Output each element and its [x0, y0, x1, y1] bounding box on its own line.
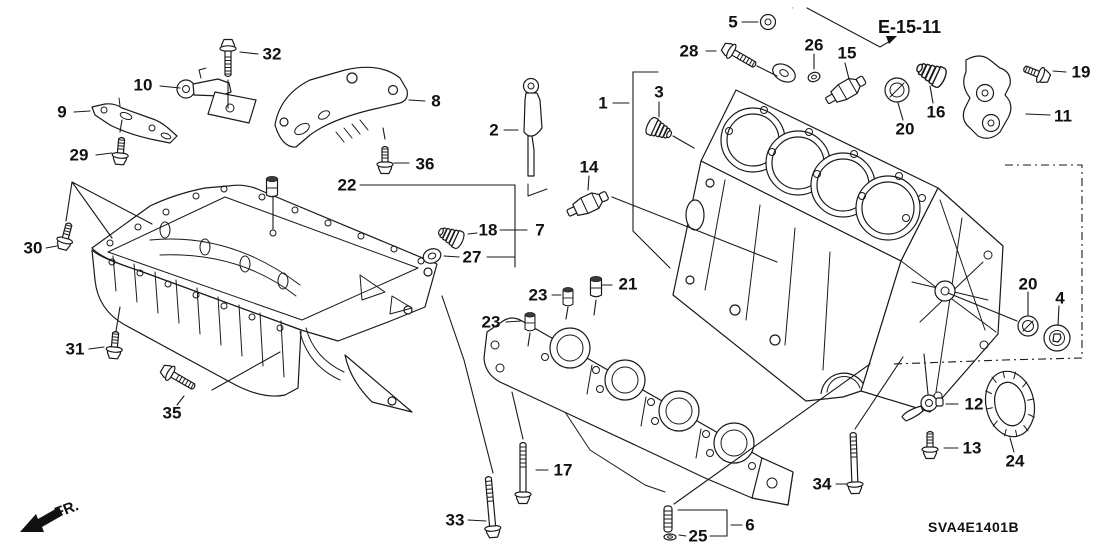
callout-30: 30 — [24, 239, 43, 258]
leader-lines — [45, 7, 1067, 537]
callout-10: 10 — [134, 76, 153, 95]
callout-28: 28 — [680, 42, 699, 61]
dowel-pin-21 — [589, 275, 603, 298]
callout-24: 24 — [1006, 452, 1025, 471]
bolt-32 — [219, 38, 237, 78]
reference-code: E-15-11 — [878, 17, 941, 37]
washer-25 — [663, 533, 677, 541]
callout-19: 19 — [1072, 63, 1091, 82]
callout-15: 15 — [838, 44, 857, 63]
bracket-11 — [962, 55, 1012, 139]
washer-27 — [422, 248, 442, 264]
callout-6: 6 — [745, 516, 754, 535]
callout-9: 9 — [57, 103, 66, 122]
callout-16: 16 — [927, 103, 946, 122]
callout-21: 21 — [619, 275, 638, 294]
oil-pan-drawing — [91, 184, 438, 413]
drain-bolt-18 — [434, 222, 467, 251]
callout-34: 34 — [813, 475, 832, 494]
callout-3: 3 — [654, 83, 663, 102]
dowel-pin-22 — [265, 175, 279, 198]
callout-17: 17 — [554, 461, 573, 480]
bolt-13 — [921, 430, 939, 460]
o-ring-20-left — [884, 77, 910, 103]
callout-32: 32 — [263, 45, 282, 64]
callout-23: 23 — [529, 286, 548, 305]
callout-4: 4 — [1055, 289, 1065, 308]
callout-26: 26 — [805, 36, 824, 55]
callout-18: 18 — [479, 221, 498, 240]
bolt-19 — [1020, 60, 1053, 87]
sensor-14 — [563, 186, 612, 222]
bolt-35 — [157, 361, 200, 395]
plug-4 — [1043, 324, 1071, 352]
callout-20: 20 — [896, 120, 915, 139]
bolt-36 — [376, 145, 394, 175]
bolt-28 — [718, 39, 761, 73]
sealing-plug-3 — [643, 115, 676, 144]
sealing-plug-16 — [912, 57, 950, 90]
reference-arrowhead — [886, 36, 897, 44]
dowel-pin-23-lower — [524, 311, 536, 332]
callout-8: 8 — [431, 92, 440, 111]
callout-36: 36 — [416, 155, 435, 174]
stiffener-plate-9 — [91, 97, 178, 144]
stud-6 — [663, 505, 673, 533]
bolt-29 — [110, 136, 131, 166]
callout-27: 27 — [463, 248, 482, 267]
callout-14: 14 — [580, 158, 599, 177]
callout-labels: 1234567891011121314151617181920202122232… — [24, 13, 1091, 546]
oil-seal-24 — [984, 370, 1036, 438]
dowel-pin-23-upper — [562, 286, 574, 307]
callout-1: 1 — [598, 94, 607, 113]
bolt-17 — [514, 441, 532, 505]
dipstick-drawing — [522, 77, 548, 197]
callout-20: 20 — [1019, 275, 1038, 294]
bolt-34 — [844, 431, 864, 495]
oil-pipe-drawing — [759, 6, 803, 83]
bearing-cradle-drawing — [483, 317, 794, 506]
callout-33: 33 — [446, 511, 465, 530]
callout-22: 22 — [338, 176, 357, 195]
oil-jet-12 — [901, 394, 944, 422]
callout-29: 29 — [70, 146, 89, 165]
callout-5: 5 — [728, 13, 737, 32]
drawing-code-label: SVA4E1401B — [928, 519, 1019, 535]
callout-35: 35 — [163, 404, 182, 423]
bolt-30 — [53, 220, 78, 252]
bracket-10 — [176, 67, 257, 124]
stiffener-plate-8 — [274, 66, 408, 148]
washer-26 — [807, 71, 821, 83]
callout-31: 31 — [66, 340, 85, 359]
oil-pressure-switch-15 — [822, 71, 870, 109]
callout-7: 7 — [535, 221, 544, 240]
reference-group-box — [892, 164, 1083, 365]
callout-11: 11 — [1054, 107, 1072, 126]
bolt-33 — [479, 475, 503, 539]
callout-13: 13 — [963, 439, 982, 458]
front-direction-arrow-icon — [20, 507, 63, 532]
callout-12: 12 — [965, 395, 984, 414]
callout-23: 23 — [482, 313, 501, 332]
front-direction-label: FR. — [52, 497, 81, 522]
bolt-31 — [104, 330, 125, 360]
front-direction-indicator: FR. — [20, 497, 81, 532]
callout-25: 25 — [689, 527, 708, 546]
cylinder-block-drawing — [672, 89, 1004, 413]
callout-2: 2 — [489, 121, 498, 140]
o-ring-20-right — [1017, 315, 1039, 337]
